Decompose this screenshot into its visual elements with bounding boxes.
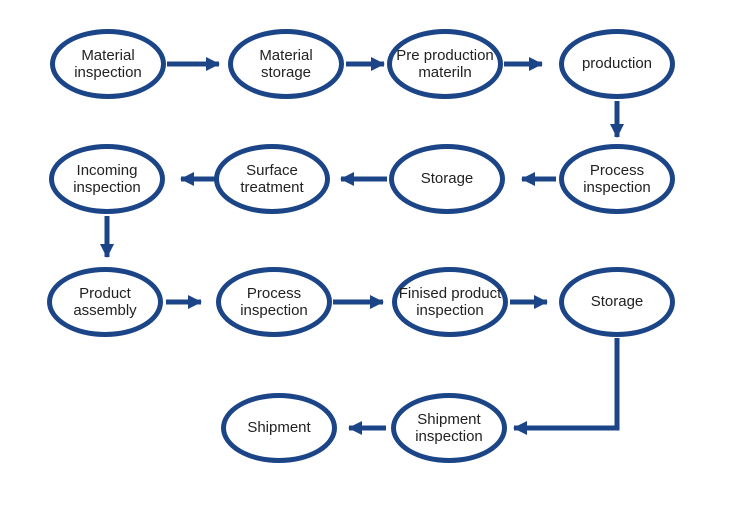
node-production: production [559, 29, 675, 99]
node-shipment-inspection: Shipment inspection [391, 393, 507, 463]
node-material-inspection-label: Material inspection [74, 46, 142, 81]
node-shipment-label: Shipment [247, 419, 311, 437]
node-process-inspection-1: Process inspection [559, 144, 675, 214]
node-production-label: production [581, 55, 653, 73]
node-process-inspection-2: Process inspection [216, 267, 332, 337]
node-storage-2: Storage [559, 267, 675, 337]
node-storage-2-label: Storage [590, 293, 644, 311]
node-material-storage-label: Material storage [259, 46, 313, 81]
node-material-storage: Material storage [228, 29, 344, 99]
node-storage-1: Storage [389, 144, 505, 214]
node-surface-treatment-label: Surface treatment [240, 161, 304, 196]
node-shipment-inspection-label: Shipment inspection [415, 410, 483, 445]
node-process-inspection-1-label: Process inspection [583, 161, 651, 196]
node-surface-treatment: Surface treatment [214, 144, 330, 214]
node-pre-production-material-label: Pre production materiln [396, 46, 494, 81]
node-product-assembly: Product assembly [47, 267, 163, 337]
node-finished-product-inspection-label: Finised product inspection [398, 284, 502, 319]
connector-storage-2-to-shipment-inspection [513, 338, 620, 435]
node-material-inspection: Material inspection [50, 29, 166, 99]
node-pre-production-material: Pre production materiln [387, 29, 503, 99]
node-incoming-inspection-label: Incoming inspection [73, 161, 141, 196]
node-product-assembly-label: Product assembly [73, 284, 137, 319]
node-incoming-inspection: Incoming inspection [49, 144, 165, 214]
node-finished-product-inspection: Finised product inspection [392, 267, 508, 337]
node-storage-1-label: Storage [420, 170, 474, 188]
node-shipment: Shipment [221, 393, 337, 463]
node-process-inspection-2-label: Process inspection [240, 284, 308, 319]
